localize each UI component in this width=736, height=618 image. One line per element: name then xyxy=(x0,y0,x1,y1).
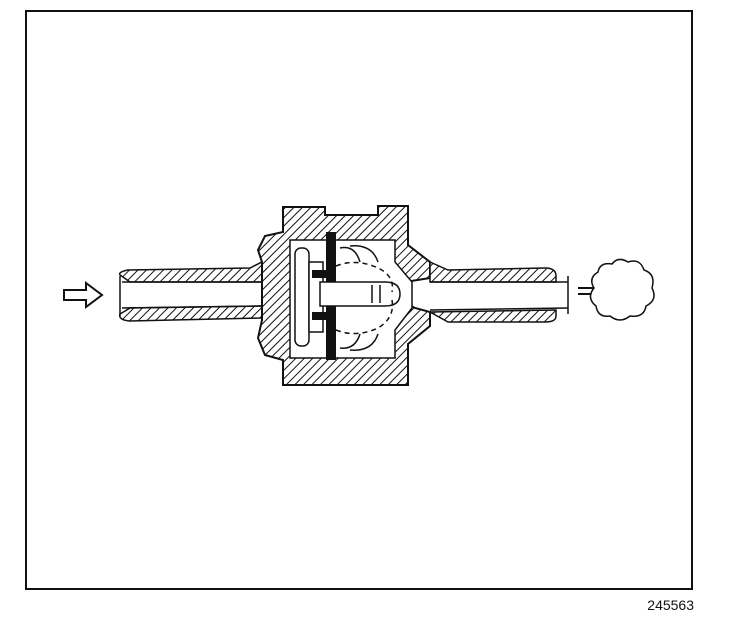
outlet-tube xyxy=(427,260,569,323)
figure-id-label: 245563 xyxy=(647,597,694,613)
inlet-arrow-icon xyxy=(63,281,104,309)
valve-stem xyxy=(319,281,401,307)
exhaust-cloud-icon xyxy=(578,258,655,321)
spring-coils xyxy=(335,245,394,351)
inlet-tube xyxy=(118,260,263,322)
